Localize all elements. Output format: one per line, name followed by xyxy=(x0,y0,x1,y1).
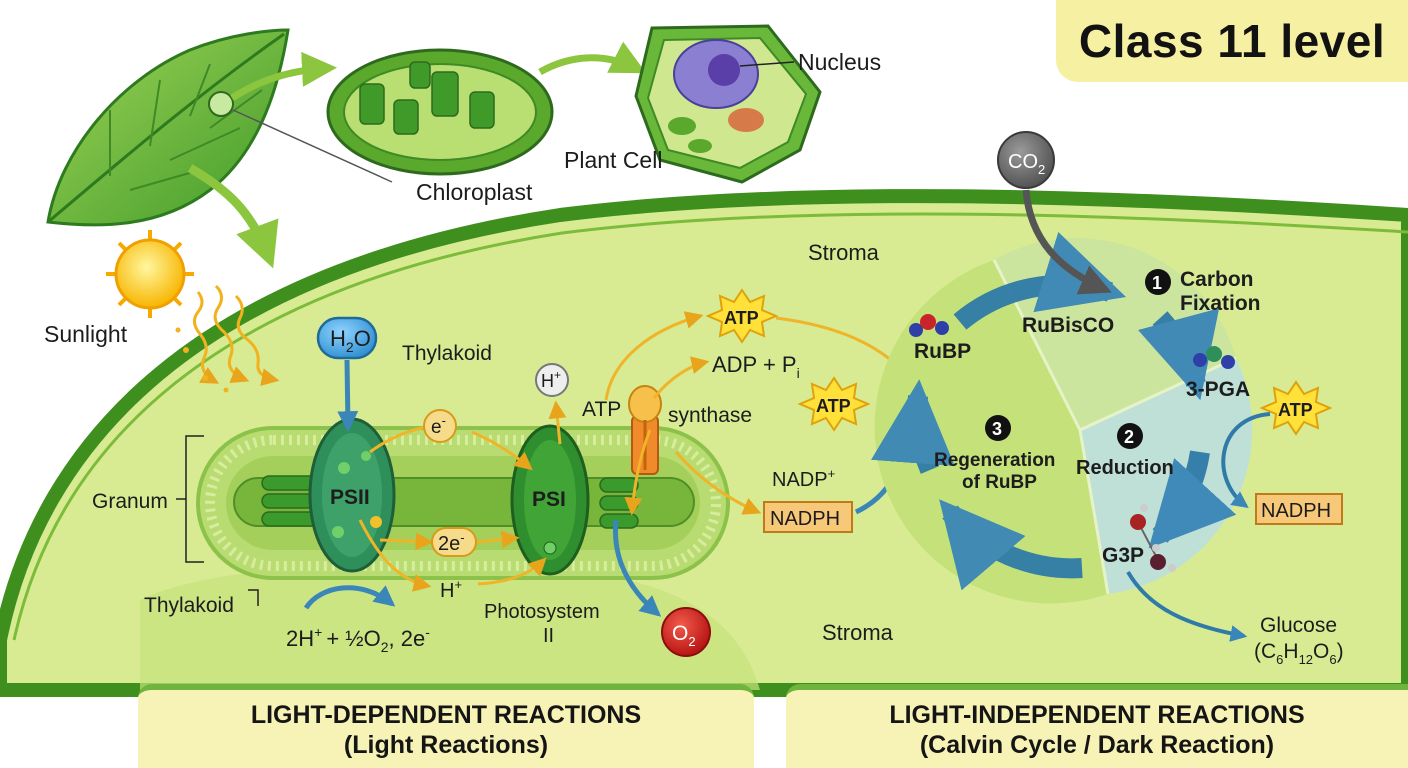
granum-label: Granum xyxy=(92,490,168,513)
chloroplast-to-cell-arrow xyxy=(538,41,647,76)
step-2-marker xyxy=(1117,423,1143,449)
two-e-label: 2e- xyxy=(438,530,465,555)
o2-label: O2 xyxy=(672,622,696,649)
three-pga-label: 3-PGA xyxy=(1186,378,1250,401)
thylakoid-bottom-label: Thylakoid xyxy=(144,594,234,617)
photosystem-label: Photosystem xyxy=(484,601,600,623)
atp-top-label: ATP xyxy=(724,308,759,328)
step-1-marker xyxy=(1145,269,1171,295)
step-1-number: 1 xyxy=(1152,273,1162,293)
leaf-to-thylakoid-arrow xyxy=(187,164,279,269)
step-2-line1: Reduction xyxy=(1076,457,1174,479)
sun-icon xyxy=(106,230,194,318)
electron-label: e- xyxy=(431,413,446,438)
level-badge: Class 11 level xyxy=(1056,0,1408,82)
nadph-right-box xyxy=(1255,493,1343,525)
atp-synthase-label: synthase xyxy=(668,404,752,427)
level-badge-text: Class 11 level xyxy=(1078,15,1386,67)
nadph-right-label: NADPH xyxy=(1261,500,1331,522)
water-split-label: 2H++ ½O2, 2e- xyxy=(286,624,430,655)
o2-molecule xyxy=(661,607,711,657)
glucose-formula: (C6H12O6) xyxy=(1254,640,1344,667)
h-plus-token xyxy=(535,363,569,397)
co2-arrow xyxy=(1022,189,1112,295)
h2o-molecule xyxy=(316,316,378,360)
rubp-molecule xyxy=(909,314,949,337)
calvin-energy-arrows xyxy=(1126,412,1271,642)
leaf-to-chloroplast-arrow xyxy=(230,51,337,101)
rubp-label: RuBP xyxy=(914,340,971,363)
h-plus-bottom-label: H+ xyxy=(440,577,462,602)
leaf-illustration xyxy=(46,28,393,227)
granum-bracket xyxy=(176,435,204,563)
chloroplast-label: Chloroplast xyxy=(416,179,533,205)
g3p-label: G3P xyxy=(1102,544,1144,567)
electron-token xyxy=(423,409,457,443)
nucleus-label: Nucleus xyxy=(798,49,881,75)
atp-synthase-atp-label: ATP xyxy=(582,398,621,421)
atp-right-label: ATP xyxy=(1278,400,1313,420)
nadph-left-box xyxy=(763,501,853,533)
nadph-left-label: NADPH xyxy=(770,508,840,530)
step-1-line2: Fixation xyxy=(1180,292,1261,315)
electron-flow-arrows xyxy=(358,311,909,592)
light-independent-title: LIGHT-INDEPENDENT REACTIONS xyxy=(889,701,1305,729)
light-dependent-title: LIGHT-DEPENDENT REACTIONS xyxy=(250,701,642,729)
atp-star-top xyxy=(705,288,779,344)
step-2-number: 2 xyxy=(1124,427,1134,447)
step-3-marker xyxy=(985,415,1011,441)
step-1-line1: Carbon xyxy=(1180,268,1254,291)
h2o-label: H2O xyxy=(330,326,371,355)
atp-star-left xyxy=(797,376,871,432)
light-independent-panel: LIGHT-INDEPENDENT REACTIONS (Calvin Cycl… xyxy=(786,684,1408,768)
light-dependent-panel: LIGHT-DEPENDENT REACTIONS (Light Reactio… xyxy=(138,684,754,768)
h-plus-label: H+ xyxy=(541,368,561,391)
photosystem-number: II xyxy=(543,625,554,647)
chloroplast-inner-membrane xyxy=(12,212,1408,641)
co2-label: CO2 xyxy=(1008,151,1045,177)
plant-cell-label: Plant Cell xyxy=(564,147,662,173)
stroma-bottom-label: Stroma xyxy=(822,620,894,645)
psi-label: PSI xyxy=(532,488,566,511)
atp-left-label: ATP xyxy=(816,396,851,416)
two-e-token xyxy=(431,527,477,557)
co2-molecule xyxy=(997,131,1055,189)
stroma-lower-region xyxy=(140,564,760,690)
chloroplast-illustration xyxy=(326,48,554,176)
step-3-line1: Regeneration xyxy=(934,450,1055,471)
three-pga-molecule xyxy=(1193,346,1235,369)
nadp-plus-label: NADP+ xyxy=(772,466,835,491)
light-independent-subtitle: (Calvin Cycle / Dark Reaction) xyxy=(919,731,1275,759)
step-3-line2: of RuBP xyxy=(962,472,1037,493)
adp-pi-label: ADP + Pi xyxy=(712,352,800,381)
thylakoid-top-label: Thylakoid xyxy=(402,342,492,365)
thylakoid-bottom-bracket xyxy=(248,589,259,606)
g3p-molecule xyxy=(1130,504,1176,572)
atp-synthase-complex xyxy=(628,385,662,475)
step-3-number: 3 xyxy=(992,419,1002,439)
rubisco-label: RuBisCO xyxy=(1022,314,1114,337)
light-dependent-subtitle: (Light Reactions) xyxy=(343,731,549,759)
atp-star-right xyxy=(1259,380,1333,436)
glucose-label: Glucose xyxy=(1260,614,1337,637)
sunlight-label: Sunlight xyxy=(44,321,128,347)
light-rays xyxy=(193,284,280,386)
stroma-top-label: Stroma xyxy=(808,240,880,265)
plant-cell-illustration xyxy=(634,24,822,184)
psii-label: PSII xyxy=(330,486,370,509)
